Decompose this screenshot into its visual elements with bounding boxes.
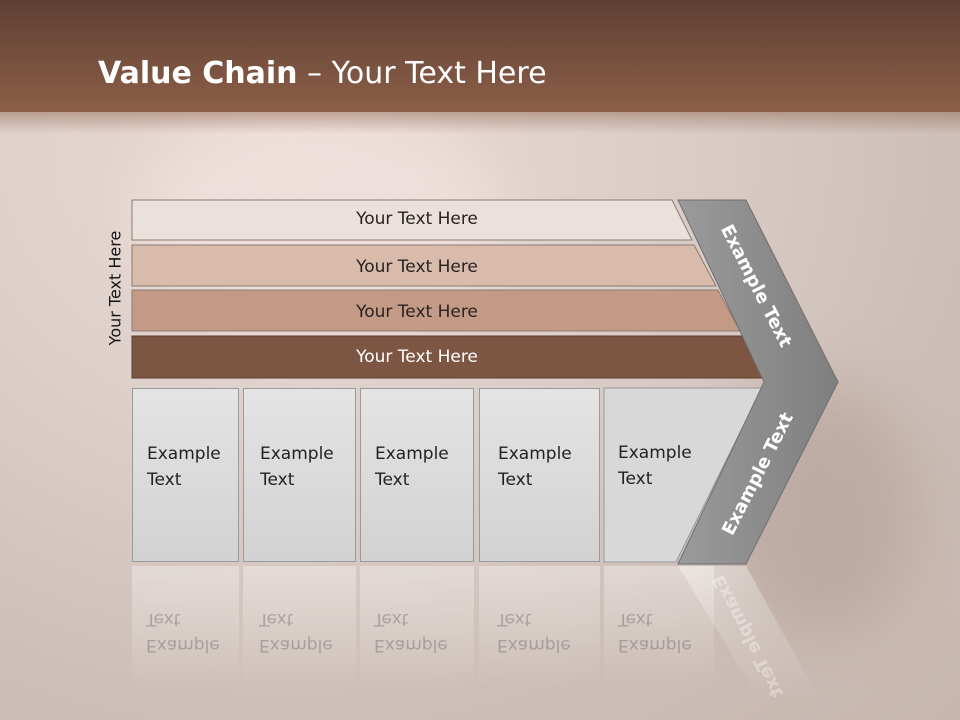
slide-title: Value Chain – Your Text Here — [98, 54, 547, 94]
support-row-2 — [131, 244, 717, 287]
title-bold: Value Chain — [98, 56, 298, 91]
title-bar — [0, 0, 960, 112]
title-bar-fade — [0, 112, 960, 134]
support-row-1-label: Your Text Here — [356, 209, 478, 229]
title-rest: – Your Text Here — [297, 56, 547, 91]
chevron-arrow-reflection — [678, 566, 820, 700]
support-row-3-label: Your Text Here — [356, 302, 478, 322]
support-row-1 — [131, 199, 693, 241]
primary-box-5-shape — [603, 387, 763, 563]
support-row-2-label: Your Text Here — [356, 257, 478, 277]
support-row-4-label: Your Text Here — [356, 347, 478, 367]
chevron-arrow — [677, 199, 839, 565]
